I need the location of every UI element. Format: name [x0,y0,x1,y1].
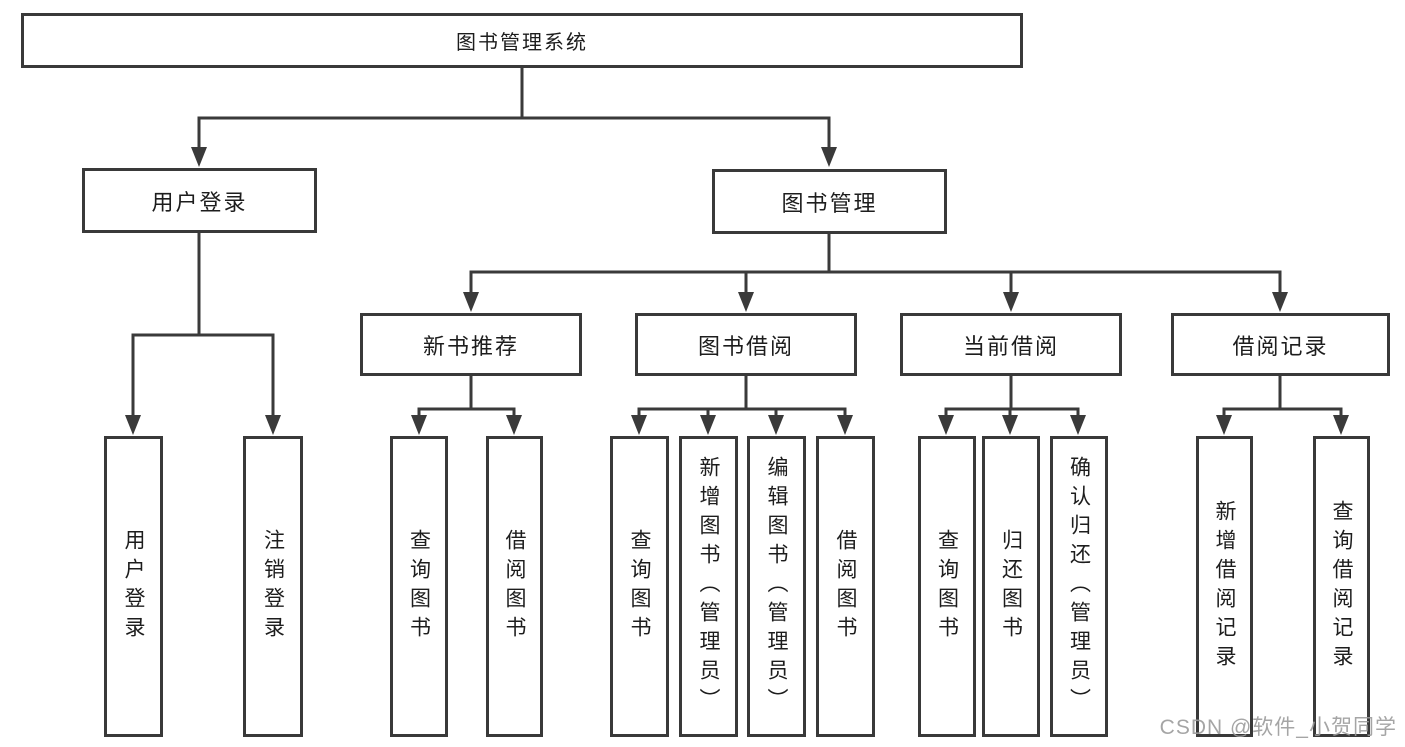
node-root-library-system: 图书管理系统 [21,13,1023,68]
leaf-records-query-record: 查询借阅记录 [1313,436,1370,737]
leaf-current-return-books: 归还图书 [982,436,1040,737]
leaf-borrow-borrow-books: 借阅图书 [816,436,875,737]
leaf-newrec-query-books: 查询图书 [390,436,448,737]
leaf-borrow-edit-books-admin: 编辑图书（管理员） [747,436,806,737]
connector-lines [131,66,1343,422]
node-book-management: 图书管理 [712,169,947,234]
leaf-borrow-add-books-admin: 新增图书（管理员） [679,436,738,737]
node-current-borrowing: 当前借阅 [900,313,1122,376]
leaf-user-login: 用户登录 [104,436,163,737]
node-user-login: 用户登录 [82,168,317,233]
csdn-watermark: CSDN @软件_小贺同学 [1159,716,1397,739]
node-book-borrowing: 图书借阅 [635,313,857,376]
leaf-logout: 注销登录 [243,436,303,737]
leaf-newrec-borrow-books: 借阅图书 [486,436,543,737]
leaf-borrow-query-books: 查询图书 [610,436,669,737]
node-new-book-recommend: 新书推荐 [360,313,582,376]
leaf-records-add-record: 新增借阅记录 [1196,436,1253,737]
leaf-current-query-books: 查询图书 [918,436,976,737]
leaf-current-confirm-return-admin: 确认归还（管理员） [1050,436,1108,737]
node-borrowing-records: 借阅记录 [1171,313,1390,376]
